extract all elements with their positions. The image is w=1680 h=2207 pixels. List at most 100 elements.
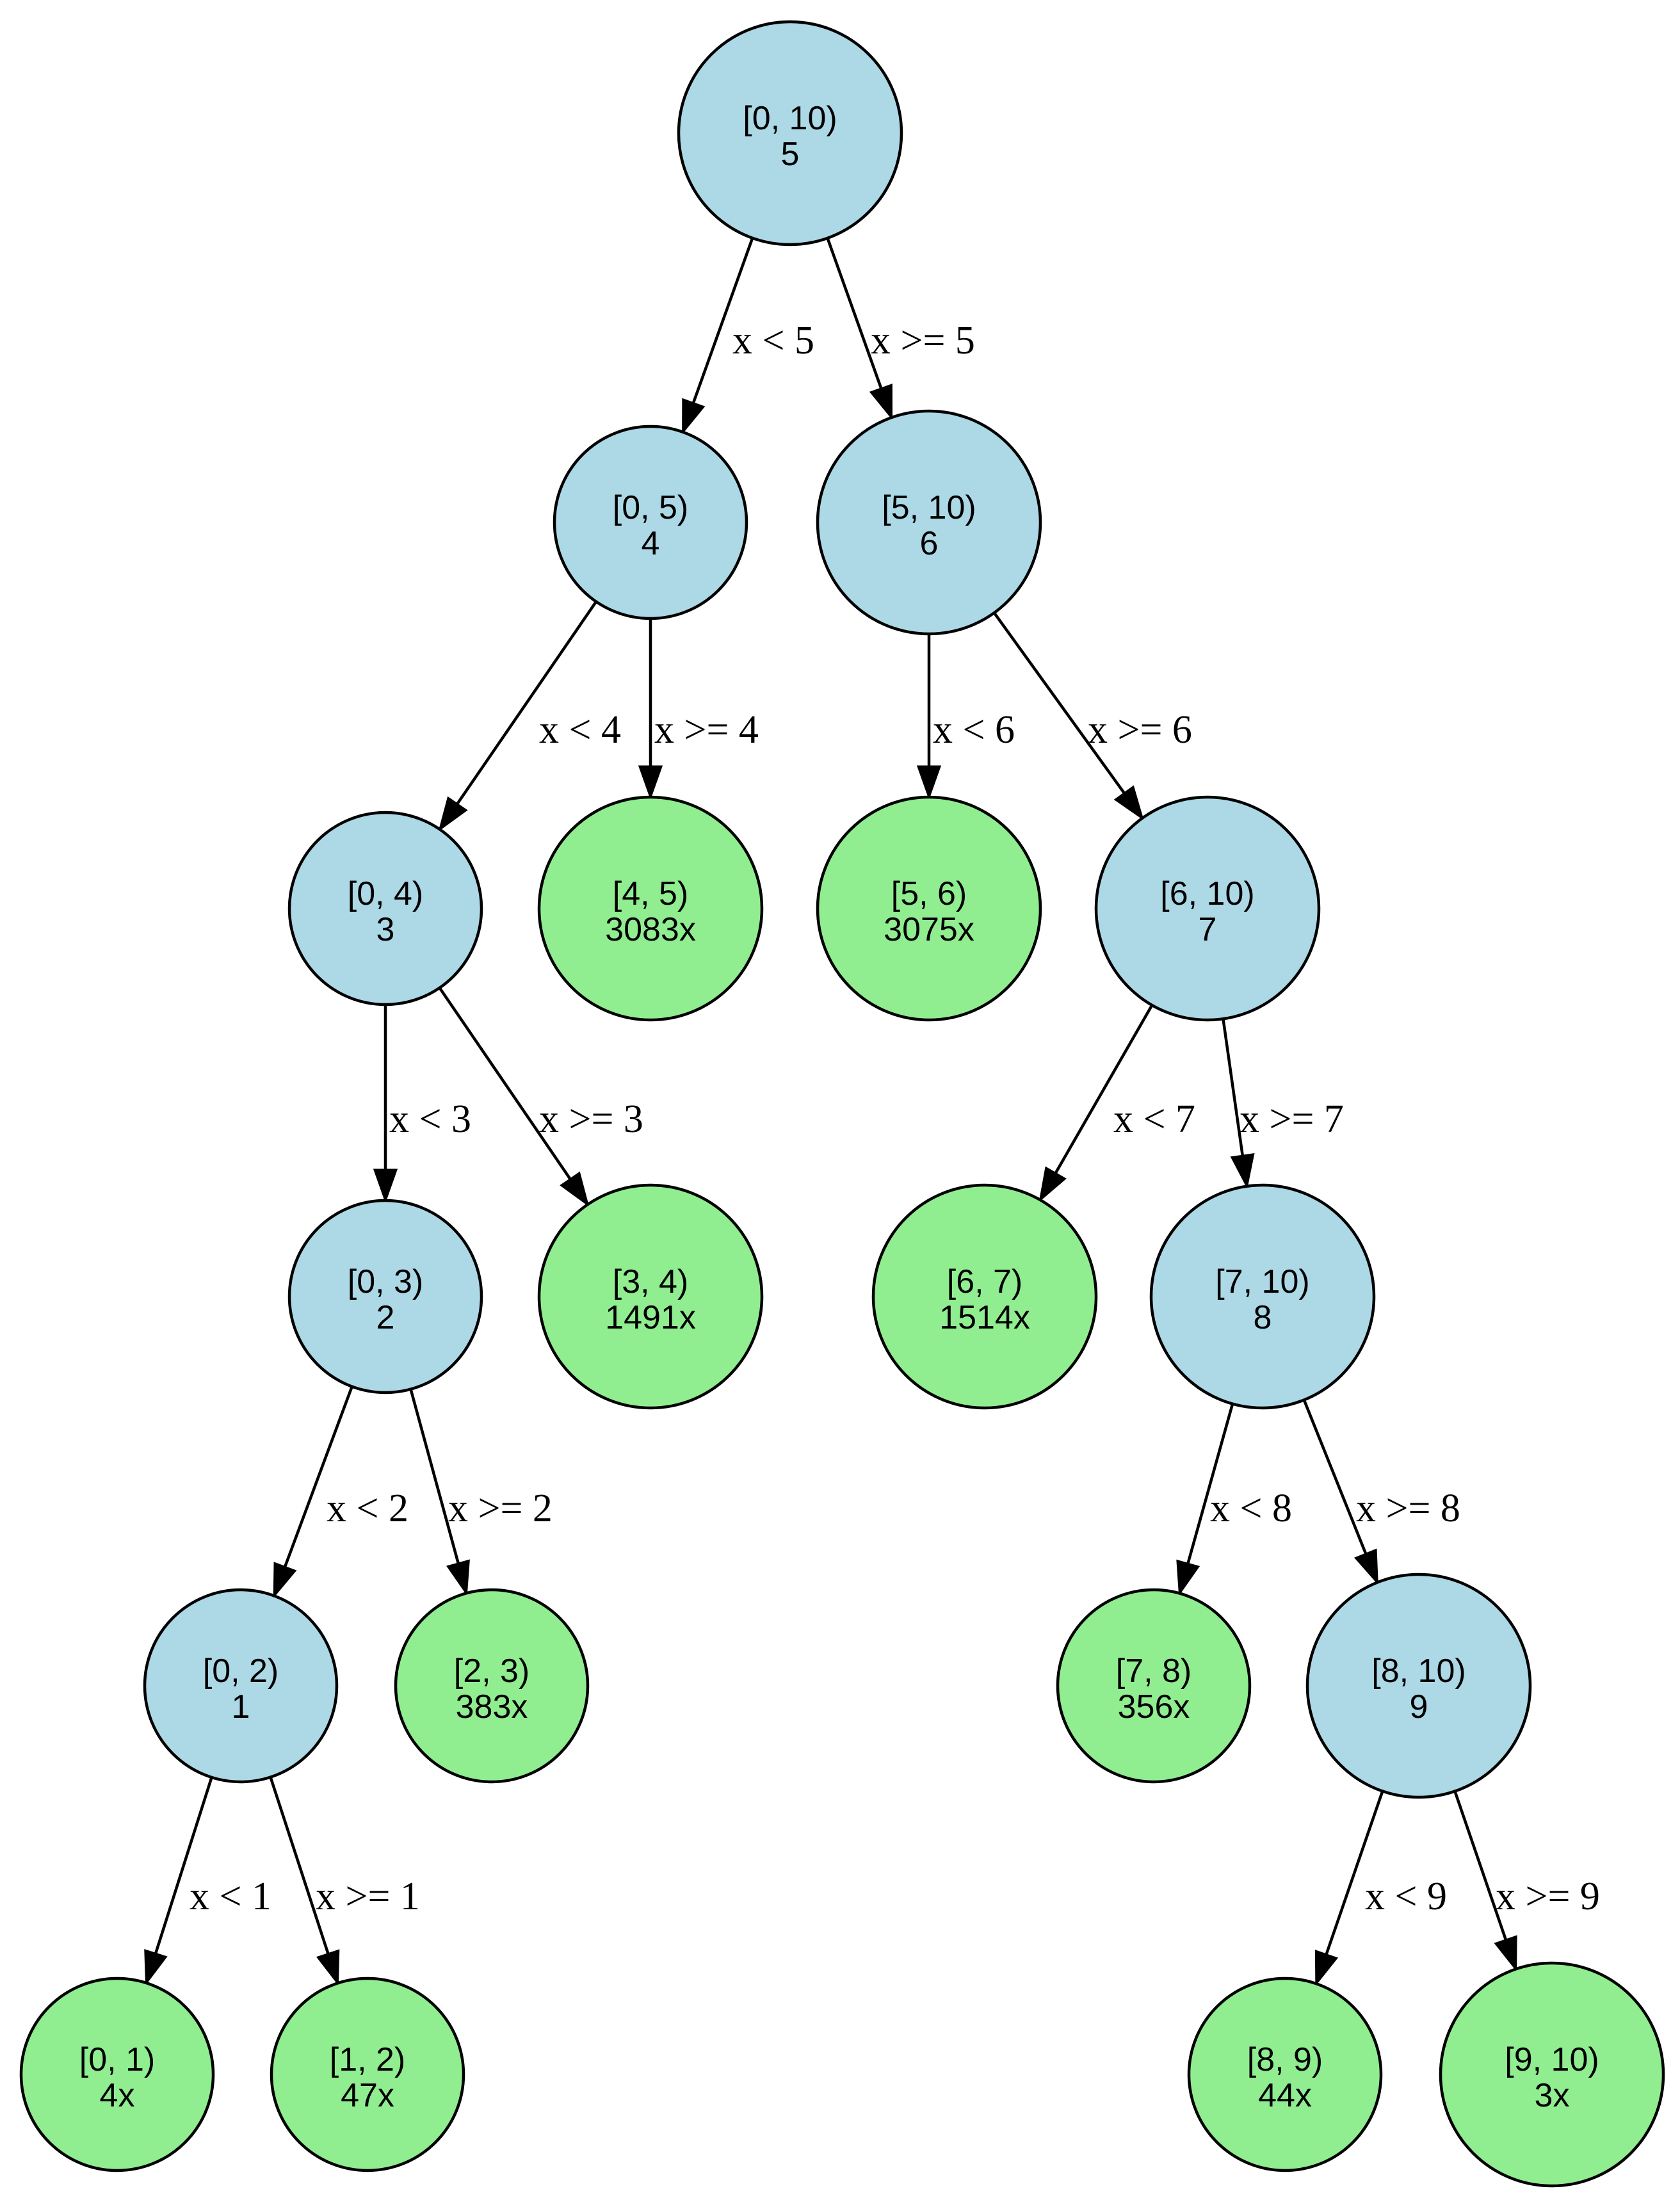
arrowhead-icon: [1113, 785, 1144, 821]
leaf-node-circle: [394, 1588, 590, 1784]
edge-line: [1453, 1790, 1508, 1941]
node-range-label: [0, 4): [348, 875, 424, 912]
leaf-node-circle: [871, 1183, 1098, 1410]
edge-line: [1222, 1018, 1245, 1156]
node-n0-5: [0, 5)4: [553, 424, 748, 620]
node-value-label: 44x: [1258, 2077, 1312, 2114]
node-value-label: 1514x: [939, 1299, 1030, 1336]
node-range-label: [0, 3): [348, 1263, 424, 1300]
edge-n0-2-to-n0-1: x < 1: [144, 1777, 271, 1986]
leaf-node-circle: [816, 795, 1042, 1022]
node-n0-4: [0, 4)3: [287, 811, 483, 1006]
edge-label: x < 2: [327, 1487, 408, 1530]
edge-line: [269, 1776, 330, 1955]
node-n0-3: [0, 3)2: [287, 1199, 483, 1395]
edge-n0-10-to-n0-5: x < 5: [682, 238, 814, 435]
edge-label: x < 4: [539, 708, 621, 752]
node-value-label: 7: [1199, 911, 1217, 948]
node-n1-2: [1, 2)47x: [270, 1977, 465, 2172]
leaf-node-circle: [537, 795, 764, 1022]
internal-node-circle: [1305, 1572, 1532, 1799]
edge-line: [154, 1777, 213, 1954]
internal-node-circle: [677, 20, 903, 247]
edge-line: [438, 987, 572, 1180]
node-n3-4: [3, 4)1491x: [537, 1183, 764, 1410]
edge-n7-10-to-n7-8: x < 8: [1176, 1403, 1292, 1596]
node-range-label: [3, 4): [613, 1263, 689, 1300]
node-value-label: 8: [1254, 1299, 1272, 1336]
node-n8-10: [8, 10)9: [1305, 1572, 1532, 1799]
edge-label: x >= 9: [1496, 1875, 1600, 1918]
arrowhead-icon: [438, 796, 468, 832]
node-value-label: 356x: [1118, 1688, 1190, 1726]
node-n9-10: [9, 10)3x: [1439, 1961, 1665, 2188]
edge-line: [826, 238, 883, 389]
leaf-node-circle: [19, 1977, 215, 2172]
node-value-label: 9: [1410, 1688, 1428, 1726]
arrowhead-icon: [682, 398, 706, 435]
internal-node-circle: [143, 1588, 339, 1784]
edge-line: [992, 611, 1126, 795]
edge-line: [283, 1386, 353, 1568]
node-value-label: 6: [920, 525, 939, 562]
node-value-label: 1: [232, 1688, 250, 1726]
edge-n0-5-to-n4-5: x >= 4: [638, 618, 759, 800]
node-n7-8: [7, 8)356x: [1056, 1588, 1252, 1784]
node-range-label: [4, 5): [613, 875, 689, 912]
edge-n0-5-to-n0-4: x < 4: [438, 601, 621, 832]
arrowhead-icon: [1176, 1559, 1200, 1596]
internal-node-circle: [287, 811, 483, 1006]
node-n0-1: [0, 1)4x: [19, 1977, 215, 2172]
edge-line: [456, 601, 597, 805]
edge-line: [1186, 1403, 1234, 1564]
edge-line: [691, 238, 754, 404]
edge-label: x >= 2: [448, 1487, 553, 1530]
edge-n0-4-to-n0-3: x < 3: [373, 1005, 471, 1204]
node-range-label: [0, 10): [743, 100, 837, 137]
node-value-label: 3075x: [884, 911, 974, 948]
node-n8-9: [8, 9)44x: [1187, 1977, 1383, 2172]
node-range-label: [2, 3): [454, 1653, 530, 1690]
edge-label: x >= 7: [1240, 1097, 1344, 1141]
node-value-label: 3: [376, 911, 395, 948]
internal-node-circle: [1094, 795, 1321, 1022]
edge-label: x < 3: [389, 1097, 471, 1141]
node-value-label: 1491x: [605, 1299, 696, 1336]
internal-node-circle: [287, 1199, 483, 1395]
edge-label: x >= 4: [654, 708, 759, 752]
edge-n7-10-to-n8-10: x >= 8: [1302, 1399, 1460, 1585]
node-n6-10: [6, 10)7: [1094, 795, 1321, 1022]
node-value-label: 4x: [100, 2077, 135, 2114]
leaf-node-circle: [1187, 1977, 1383, 2172]
leaf-node-circle: [537, 1183, 764, 1410]
node-n7-10: [7, 10)8: [1149, 1183, 1376, 1410]
edge-label: x < 7: [1113, 1097, 1195, 1141]
edge-n0-3-to-n2-3: x >= 2: [409, 1389, 553, 1596]
node-range-label: [5, 6): [891, 875, 967, 912]
edge-label: x < 6: [933, 708, 1015, 752]
internal-node-circle: [553, 424, 748, 620]
node-range-label: [6, 7): [947, 1263, 1023, 1300]
edge-n8-10-to-n9-10: x >= 9: [1453, 1790, 1600, 1972]
node-n0-2: [0, 2)1: [143, 1588, 339, 1784]
edge-n5-10-to-n5-6: x < 6: [916, 634, 1015, 800]
edge-line: [1325, 1790, 1384, 1955]
node-range-label: [8, 10): [1371, 1653, 1466, 1690]
edge-label: x < 5: [732, 319, 814, 362]
edge-n0-4-to-n3-4: x >= 3: [438, 987, 643, 1208]
edge-n0-3-to-n0-2: x < 2: [273, 1386, 408, 1599]
arrowhead-icon: [144, 1949, 168, 1986]
leaf-node-circle: [1056, 1588, 1252, 1784]
edge-line: [409, 1389, 460, 1564]
edge-line: [1054, 1004, 1154, 1174]
node-range-label: [0, 1): [79, 2041, 156, 2078]
edge-label: x >= 3: [539, 1097, 643, 1141]
node-value-label: 47x: [341, 2077, 394, 2114]
node-range-label: [5, 10): [882, 489, 976, 526]
node-value-label: 5: [781, 136, 800, 173]
edge-line: [1302, 1399, 1368, 1555]
leaf-node-circle: [270, 1977, 465, 2172]
leaf-node-circle: [1439, 1961, 1665, 2188]
arrowhead-icon: [560, 1171, 590, 1208]
arrowhead-icon: [1494, 1935, 1517, 1972]
